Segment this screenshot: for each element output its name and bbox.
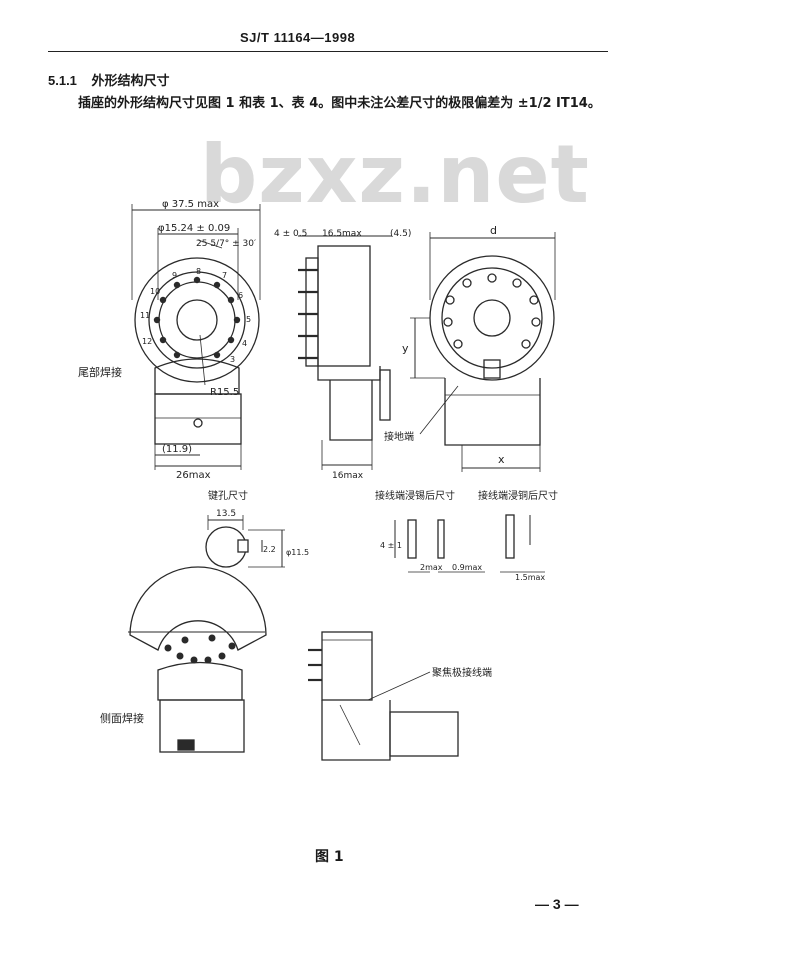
dim-key-width: 13.5 [216, 509, 236, 519]
rear-view [410, 232, 556, 472]
pin-number: 11 [140, 311, 150, 320]
dim-tin-a: 2max [420, 563, 443, 572]
dim-pitch-diameter: φ15.24 ± 0.09 [158, 223, 230, 234]
dim-key-dia: φ11.5 [286, 548, 309, 557]
dim-copper-width: 1.5max [515, 573, 545, 582]
pin-number: 4 [242, 339, 247, 348]
figure-labels: φ 37.5 max φ15.24 ± 0.09 25 5/7° ± 30′ R… [78, 199, 558, 725]
label-key-hole: 键孔尺寸 [208, 489, 248, 502]
dim-tin-b: 0.9max [452, 563, 482, 572]
pin-holes [153, 276, 241, 359]
dim-width-ref: (11.9) [162, 444, 192, 455]
label-copper-dip: 接线端浸铜后尺寸 [478, 489, 558, 502]
pin-number: 6 [238, 291, 243, 300]
terminal-copper-detail [500, 514, 545, 573]
dim-diameter: φ 37.5 max [162, 199, 219, 210]
pin-number-labels: 7 6 5 4 3 8 9 10 11 12 [140, 267, 251, 364]
figure-caption: 图 1 [315, 849, 344, 865]
pin-number: 8 [196, 267, 201, 276]
front-view-tail-solder [131, 204, 261, 470]
section-title: 外形结构尺寸 [91, 74, 170, 89]
dim-radius: R15.5 [210, 387, 239, 398]
dim-side-depth: 16.5max [322, 229, 362, 239]
section-number: 5.1.1 [48, 73, 77, 88]
dim-angle: 25 5/7° ± 30′ [196, 239, 256, 249]
dim-tin-height: 4 ± 1 [380, 541, 402, 550]
label-x: x [498, 453, 505, 466]
pin-number: 9 [172, 271, 177, 280]
key-hole-detail [205, 515, 285, 568]
label-d: d [490, 224, 497, 237]
dim-side-ref: (4.5) [390, 229, 411, 239]
dim-width-max: 26max [176, 470, 211, 481]
dim-side-bottom: 16max [332, 471, 364, 481]
label-ground: 接地端 [384, 430, 414, 443]
label-focus-terminal: 聚焦极接线端 [432, 666, 492, 679]
rear-pin-holes [443, 273, 541, 349]
pin-number: 10 [150, 287, 160, 296]
pin-number: 7 [222, 271, 227, 280]
section-heading: 5.1.1 外形结构尺寸 [48, 70, 169, 89]
page-number: — 3 — [535, 896, 579, 912]
label-y: y [402, 342, 409, 355]
terminal-tin-detail [394, 519, 485, 573]
label-tail-solder: 尾部焊接 [78, 365, 122, 379]
side-view [298, 235, 392, 470]
header-rule [48, 51, 608, 52]
label-tin-dip: 接线端浸锡后尺寸 [375, 489, 455, 502]
standard-number-header: SJ/T 11164—1998 [240, 30, 356, 45]
pin-number: 12 [142, 337, 152, 346]
pin-number: 3 [230, 355, 235, 364]
label-side-solder: 侧面焊接 [100, 711, 144, 725]
section-paragraph: 插座的外形结构尺寸见图 1 和表 1、表 4。图中未注公差尺寸的极限偏差为 ±1… [78, 96, 601, 111]
pin-number: 5 [246, 315, 251, 324]
dim-side-thickness: 4 ± 0.5 [274, 229, 307, 239]
watermark: bzxz.net [200, 128, 590, 221]
side-solder-side-view [308, 631, 459, 761]
side-solder-front-view [128, 566, 267, 753]
dim-key-small: 2.2 [263, 545, 276, 554]
